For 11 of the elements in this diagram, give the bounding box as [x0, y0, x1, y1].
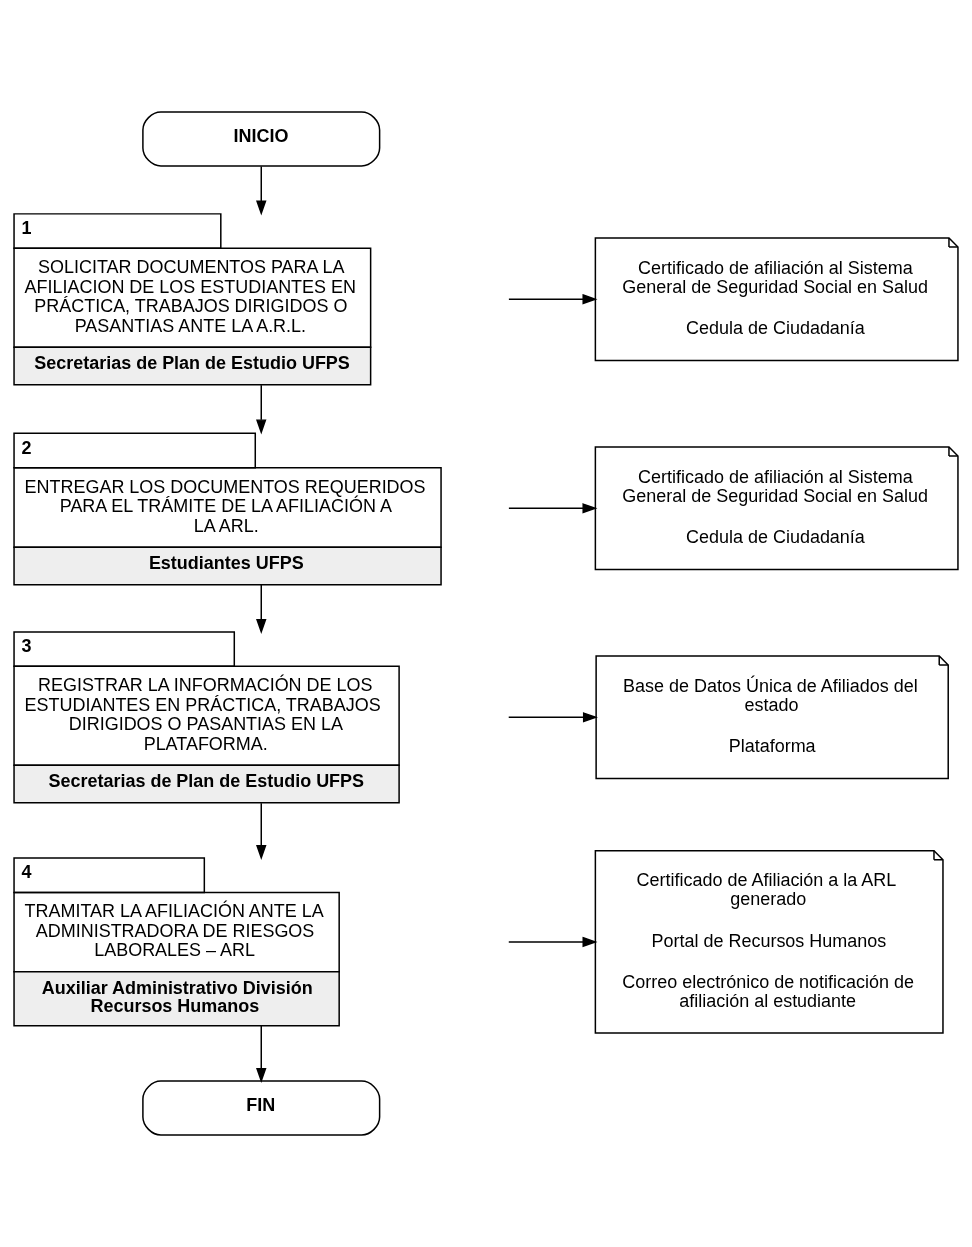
- arrow: [508, 936, 598, 948]
- arrow: [256, 802, 267, 860]
- arrow: [256, 384, 267, 435]
- node-box: FIN: [142, 1080, 381, 1136]
- node-box: INICIO: [142, 111, 381, 167]
- arrow: [508, 294, 598, 305]
- arrow: [256, 1025, 267, 1083]
- arrow: [508, 503, 598, 514]
- arrow: [508, 712, 598, 723]
- arrow: [256, 165, 267, 216]
- arrow: [256, 583, 267, 634]
